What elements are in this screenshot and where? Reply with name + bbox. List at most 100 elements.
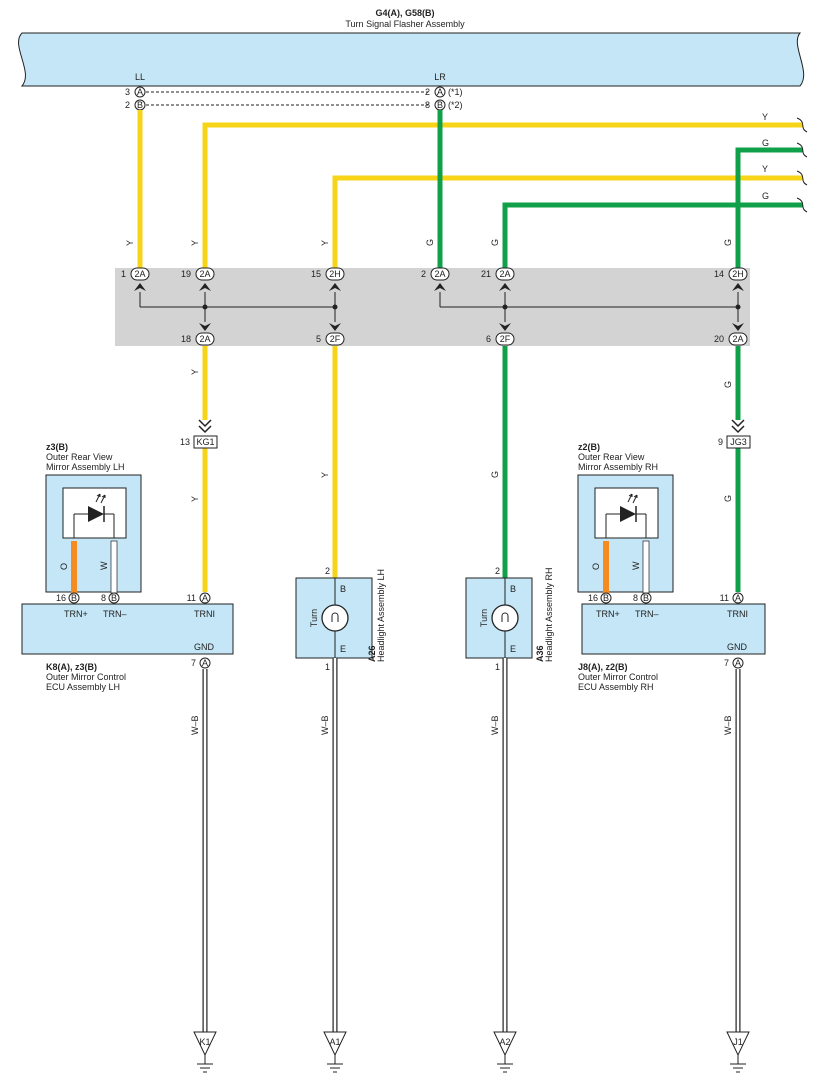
wire-label-g-21: G xyxy=(490,239,500,246)
headlight-lh-label-b: B xyxy=(340,584,346,594)
svg-text:3: 3 xyxy=(125,87,130,97)
headlight-rh-pin-e: 1 xyxy=(495,662,500,672)
svg-text:A: A xyxy=(735,593,741,603)
mirror-rh-wire-o xyxy=(603,541,609,593)
mirror-lh-line2: Mirror Assembly LH xyxy=(46,462,125,472)
ground-icon-j1: J1 xyxy=(726,1031,750,1073)
svg-text:2A: 2A xyxy=(434,269,445,279)
junction-bus xyxy=(139,292,741,322)
ecu-lh-label-trnp: TRN+ xyxy=(64,609,88,619)
svg-text:A2: A2 xyxy=(499,1037,510,1047)
junction-pin-top-4: 2 2A xyxy=(421,267,450,291)
svg-text:2H: 2H xyxy=(732,269,744,279)
junction-pin-top-3: 15 2H xyxy=(311,267,345,291)
svg-text:(*1): (*1) xyxy=(448,87,463,97)
svg-text:2F: 2F xyxy=(500,334,511,344)
svg-text:8: 8 xyxy=(101,593,106,603)
svg-text:1: 1 xyxy=(121,269,126,279)
wire-y-lower xyxy=(332,175,803,268)
svg-text:5: 5 xyxy=(316,334,321,344)
svg-text:15: 15 xyxy=(311,269,321,279)
svg-text:2A: 2A xyxy=(134,269,145,279)
junction-pin-top-1: 1 2A xyxy=(121,267,150,291)
mirror-rh-title: z2(B) xyxy=(578,442,600,452)
wire-label-y-15: Y xyxy=(320,240,330,246)
ecu-lh-label-gnd: GND xyxy=(194,642,215,652)
wire-label-w-rh: W xyxy=(631,561,641,570)
flasher-pin-ll-b: 2 B xyxy=(125,99,146,111)
flasher-title: G4(A), G58(B) xyxy=(375,8,434,18)
mirror-rh-led-icon xyxy=(594,487,659,539)
svg-text:2H: 2H xyxy=(329,269,341,279)
svg-text:11: 11 xyxy=(187,593,196,603)
svg-text:16: 16 xyxy=(588,593,598,603)
svg-text:2A: 2A xyxy=(199,269,210,279)
flasher-pin-lr-a: 2 A (*1) xyxy=(425,86,463,98)
svg-text:A: A xyxy=(137,87,143,97)
headlight-lh-pin-e: 1 xyxy=(325,662,330,672)
headlight-rh-id: A36 xyxy=(535,645,545,662)
headlight-lh-id: A26 xyxy=(367,645,377,662)
svg-text:8: 8 xyxy=(425,100,430,110)
svg-text:B: B xyxy=(71,593,77,603)
mirror-lh-wire-o xyxy=(71,541,77,593)
svg-text:6: 6 xyxy=(486,334,491,344)
ecu-lh-line1: Outer Mirror Control xyxy=(46,672,126,682)
mirror-lh-led-icon xyxy=(62,487,127,539)
mirror-lh-line1: Outer Rear View xyxy=(46,452,113,462)
svg-text:A: A xyxy=(735,658,741,668)
ecu-lh-label-trni: TRNI xyxy=(194,609,215,619)
ecu-rh-pin-trnm: 8 B xyxy=(633,592,652,604)
headlight-lh-label-e: E xyxy=(340,644,346,654)
wire-label-y-18: Y xyxy=(190,369,200,375)
wire-label-g-14: G xyxy=(723,239,733,246)
junction-pin-top-2: 19 2A xyxy=(181,267,215,291)
mirror-rh-wire-w xyxy=(642,540,650,594)
flasher-body xyxy=(18,32,805,87)
wire-label-y-19: Y xyxy=(190,240,200,246)
wire-g-upper xyxy=(735,147,803,268)
svg-text:2: 2 xyxy=(425,87,430,97)
svg-text:7: 7 xyxy=(724,658,729,668)
wire-label-g-jg3: G xyxy=(723,495,733,502)
svg-text:J1: J1 xyxy=(733,1037,743,1047)
wire-label-y-kg1: Y xyxy=(190,496,200,502)
connector-jg3: 9 JG3 xyxy=(718,419,751,449)
ecu-rh-line1: Outer Mirror Control xyxy=(578,672,658,682)
ecu-lh-pin-gnd: 7 A xyxy=(191,657,211,669)
wire-label-o-rh: O xyxy=(591,563,601,570)
ecu-lh-pin-trni: 11 A xyxy=(187,592,211,604)
svg-text:A1: A1 xyxy=(329,1037,340,1047)
svg-text:20: 20 xyxy=(714,334,724,344)
bulb-icon-rh xyxy=(491,604,519,632)
svg-text:KG1: KG1 xyxy=(196,437,214,447)
headlight-rh-label-e: E xyxy=(510,644,516,654)
wire-label-wb-j1: W–B xyxy=(723,715,733,735)
svg-text:19: 19 xyxy=(181,269,191,279)
connector-kg1: 13 KG1 xyxy=(180,419,218,449)
wire-label-w-lh: W xyxy=(99,561,109,570)
ecu-rh-pin-trnp: 16 B xyxy=(588,592,612,604)
ground-icon-k1: K1 xyxy=(193,1031,217,1073)
wire-break-marks xyxy=(796,117,808,213)
wire-label-g1: G xyxy=(762,138,769,148)
svg-text:A: A xyxy=(437,87,443,97)
flasher-pin-ll-a: 3 A xyxy=(125,86,146,98)
flasher-pin-lr-b: 8 B (*2) xyxy=(425,99,463,111)
wire-label-g2: G xyxy=(762,191,769,201)
ecu-rh-label-gnd: GND xyxy=(727,642,748,652)
svg-text:2A: 2A xyxy=(499,269,510,279)
wire-label-wb-a2: W–B xyxy=(490,715,500,735)
svg-text:B: B xyxy=(137,100,143,110)
ecu-lh-line2: ECU Assembly LH xyxy=(46,682,120,692)
mirror-lh-wire-w xyxy=(110,540,118,594)
wire-label-g-6: G xyxy=(490,471,500,478)
svg-text:21: 21 xyxy=(481,269,491,279)
svg-text:2F: 2F xyxy=(330,334,341,344)
wire-g-lower xyxy=(502,202,803,268)
headlight-rh-bulb-label: Turn xyxy=(479,609,489,627)
svg-text:14: 14 xyxy=(714,269,724,279)
ecu-lh-pin-trnm: 8 B xyxy=(101,592,120,604)
wire-label-wb-k1: W–B xyxy=(190,715,200,735)
